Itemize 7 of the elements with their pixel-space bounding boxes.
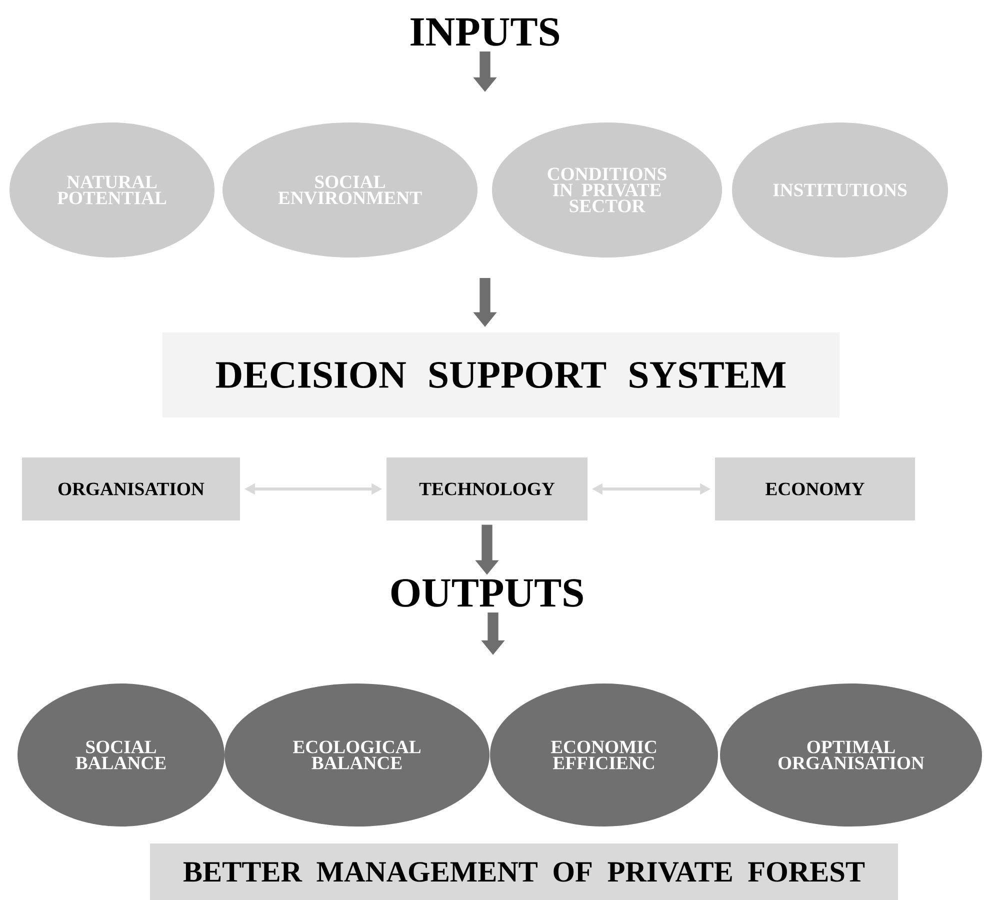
component-box: ORGANISATION [22,458,240,520]
heading: OUTPUTS [391,579,583,607]
component-box: ECONOMY [715,458,915,520]
system-box: DECISION SUPPORT SYSTEM [162,332,840,418]
component-box: TECHNOLOGY [386,458,588,520]
result-box: BETTER MANAGEMENT OF PRIVATE FOREST [150,844,898,900]
heading: INPUTS [410,18,560,46]
